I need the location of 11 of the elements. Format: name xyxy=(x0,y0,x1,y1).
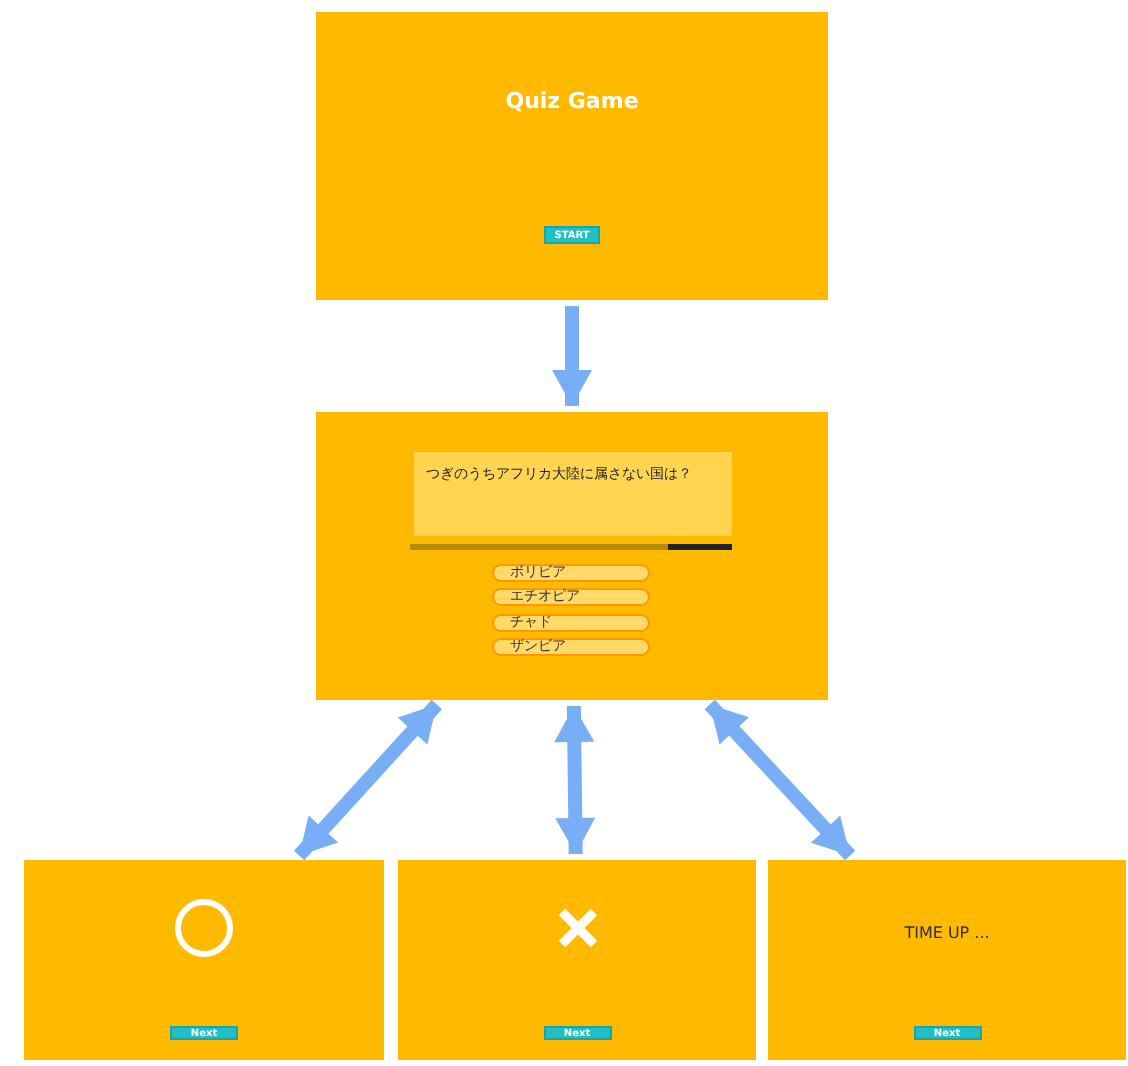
screen-panel xyxy=(768,860,1126,1060)
screen-panel xyxy=(398,860,756,1060)
timeout-message: TIME UP ... xyxy=(904,924,990,942)
screen-panel xyxy=(24,860,384,1060)
screen-panel xyxy=(316,12,828,300)
screen-title: Quiz Game xyxy=(505,88,639,114)
screen-panel xyxy=(316,412,828,700)
arrow xyxy=(552,306,592,406)
arrow xyxy=(293,699,442,861)
arrow xyxy=(704,699,856,861)
arrow xyxy=(554,705,596,855)
